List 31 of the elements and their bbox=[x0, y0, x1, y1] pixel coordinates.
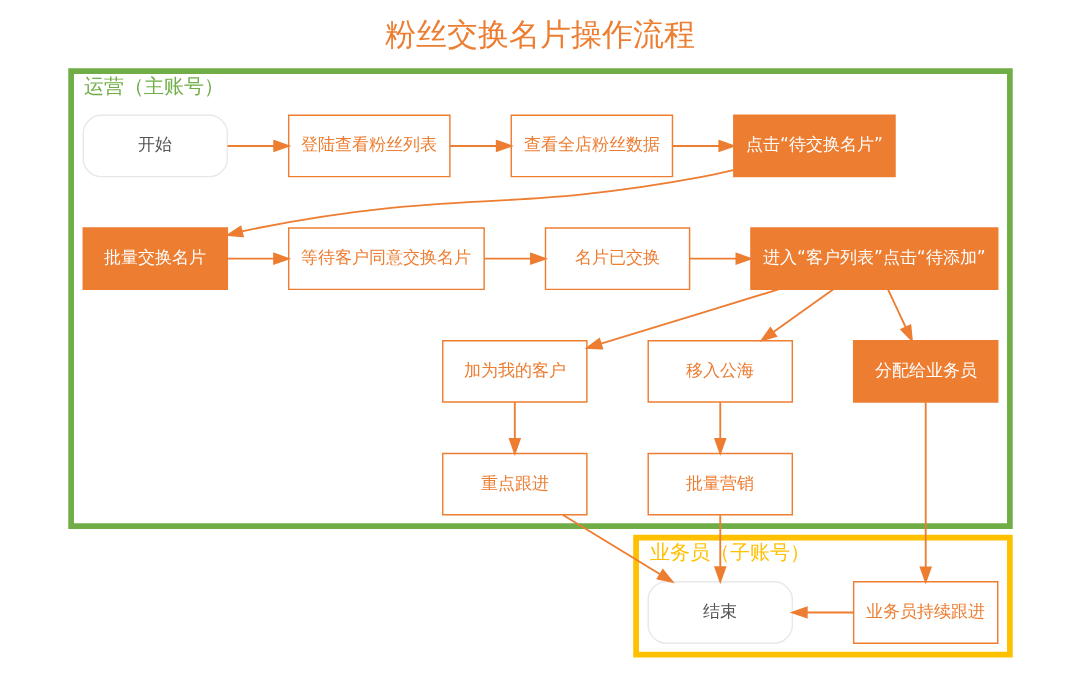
arrow bbox=[758, 288, 834, 343]
arrow bbox=[918, 401, 932, 585]
node-box: 点击“待交换名片” bbox=[732, 114, 896, 178]
arrow bbox=[226, 139, 291, 153]
node-box: 移入公海 bbox=[647, 340, 793, 403]
node-box: 重点跟进 bbox=[441, 452, 588, 516]
node-box: 名片已交换 bbox=[544, 227, 690, 291]
node-box: 分配给业务员 bbox=[852, 340, 998, 403]
node-box: 开始 bbox=[82, 114, 228, 178]
arrow bbox=[448, 139, 514, 153]
arrow bbox=[789, 606, 854, 619]
arrow bbox=[886, 288, 913, 343]
arrow bbox=[713, 514, 727, 585]
arrow bbox=[713, 401, 727, 456]
arrow bbox=[688, 252, 753, 265]
node-box: 批量交换名片 bbox=[82, 227, 228, 291]
arrow bbox=[508, 401, 521, 456]
node-box: 登陆查看粉丝列表 bbox=[287, 114, 451, 178]
node-box: 等待客户同意交换名片 bbox=[287, 227, 485, 291]
arrow bbox=[561, 514, 675, 584]
arrow bbox=[226, 252, 291, 265]
node-box: 进入“客户列表”点击“待添加” bbox=[749, 227, 998, 291]
arrow bbox=[671, 139, 736, 153]
node-box: 业务员持续跟进 bbox=[852, 581, 998, 644]
diagram-title: 粉丝交换名片操作流程 bbox=[385, 15, 695, 52]
node-box: 结束 bbox=[647, 581, 793, 644]
node-box: 查看全店粉丝数据 bbox=[510, 114, 673, 178]
arrow bbox=[583, 288, 779, 350]
node-box: 批量营销 bbox=[647, 452, 793, 516]
arrow bbox=[482, 252, 548, 265]
node-box: 加为我的客户 bbox=[441, 340, 588, 403]
